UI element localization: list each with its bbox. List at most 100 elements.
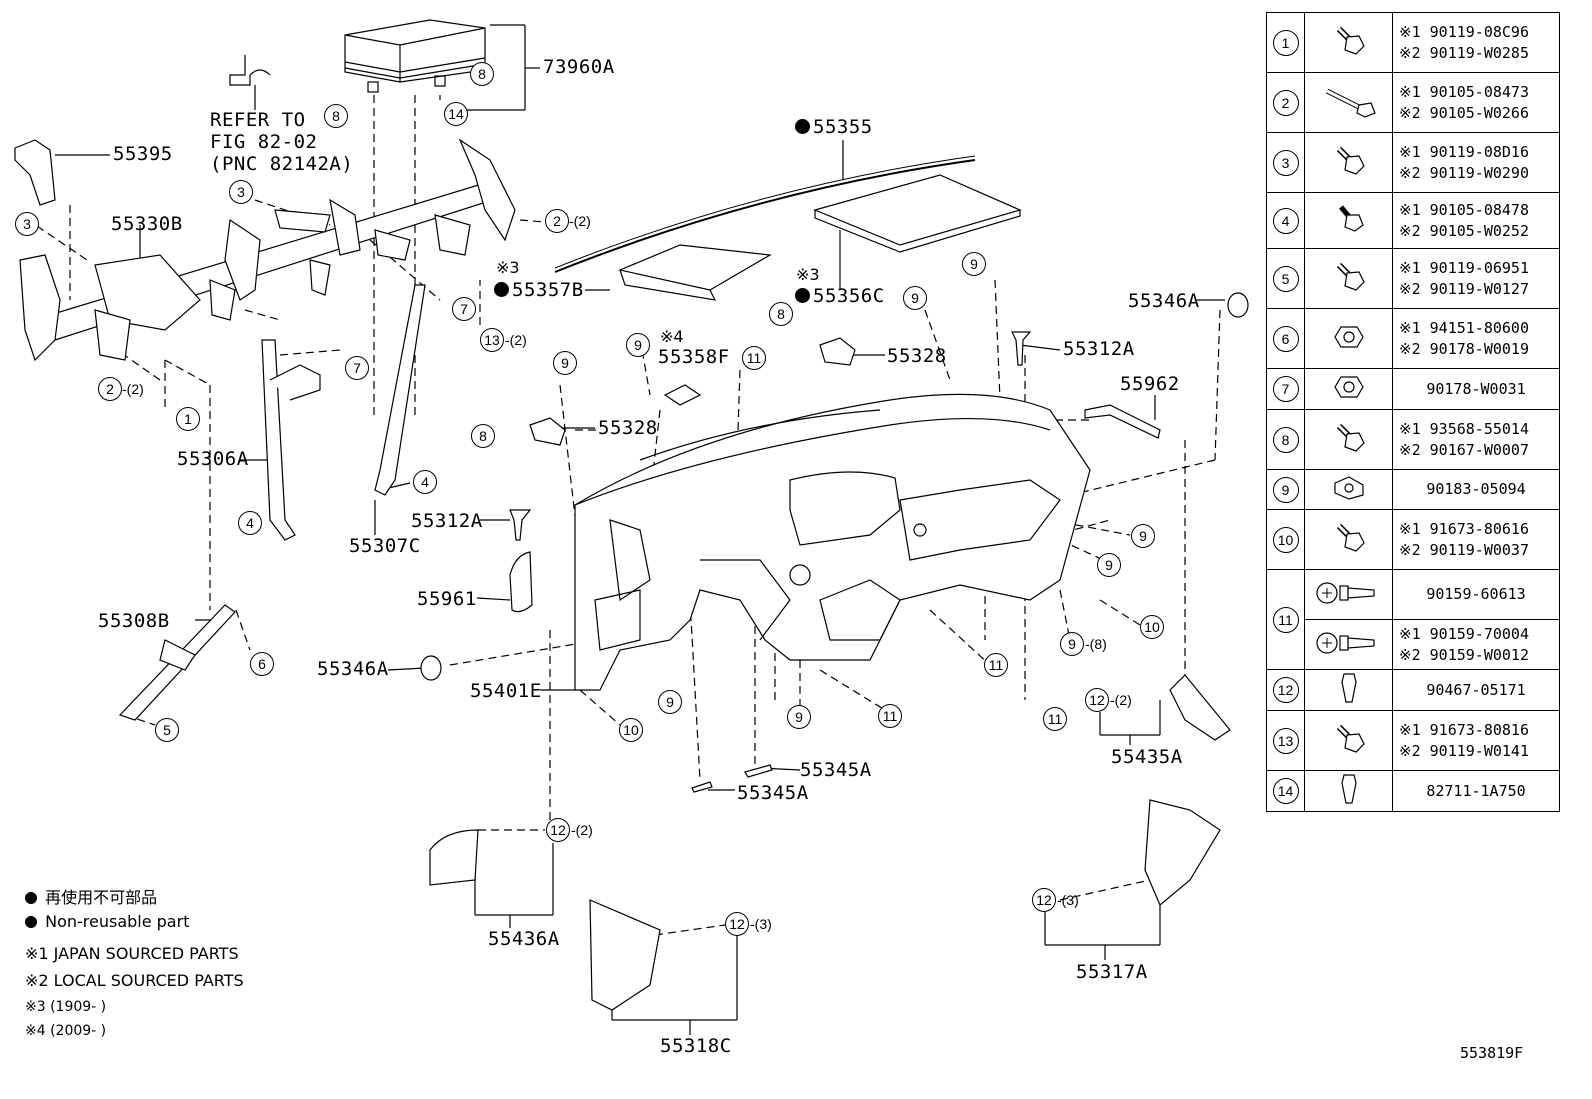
label-55356C: 55356C (795, 287, 885, 306)
mark-3-b: ※3 (796, 265, 820, 284)
strip-55355 (554, 159, 976, 273)
callout-10: 10 (619, 718, 643, 742)
part-number: ※1 90119-06951※2 90119-W0127 (1392, 248, 1560, 309)
parts-table-row: 13※1 91673-80816※2 90119-W0141 (1266, 710, 1560, 771)
label-55345A-a: 55345A (800, 759, 872, 781)
row-number: 12 (1266, 669, 1305, 711)
reinforcement-beam-55330B (19, 138, 516, 362)
row-number-circle: 9 (1272, 476, 1299, 503)
label-55317A: 55317A (1076, 961, 1148, 983)
parts-table-row: 12 90467-05171 (1266, 669, 1560, 711)
parts-table-row: 10※1 91673-80616※2 90119-W0037 (1266, 509, 1560, 570)
part-number: 90467-05171 (1392, 669, 1560, 711)
callout-13: 13 (480, 328, 504, 352)
callout-qty: -(3) (1057, 892, 1079, 908)
bracket-55395 (14, 139, 56, 206)
part-number: 90159-60613 (1392, 569, 1560, 620)
callout-10: 10 (1140, 615, 1164, 639)
parts-table-row: ※1 90159-70004※2 90159-W0012 (1267, 619, 1560, 670)
label-55962: 55962 (1120, 373, 1180, 395)
flange-bolt-icon (1304, 248, 1393, 309)
callout-9: 9 (1097, 553, 1121, 577)
label-55357B: 55357B (494, 281, 584, 300)
callout-8: 8 (470, 62, 494, 86)
callout-qty: -(2) (122, 381, 144, 397)
row-number: 13 (1266, 710, 1305, 771)
clip-55312A-left (509, 509, 532, 541)
callout-qty: -(2) (505, 332, 527, 348)
row-number-circle: 10 (1272, 526, 1299, 553)
non-reusable-dot-icon (795, 288, 810, 303)
callout-9: 9 (658, 690, 682, 714)
parts-table-row: 2 ※1 90105-08473※2 90105-W0266 (1266, 72, 1560, 133)
panel-55356C (813, 174, 1022, 246)
row-number: 4 (1266, 192, 1305, 249)
parts-table-row: 1※1 90119-08C96※2 90119-W0285 (1266, 12, 1560, 73)
part-number: ※1 90119-08D16※2 90119-W0290 (1392, 132, 1560, 193)
label-55436A: 55436A (488, 928, 560, 950)
non-reusable-dot-icon (25, 892, 37, 904)
callout-9: 9 (1060, 632, 1084, 656)
vent-55961 (509, 551, 533, 613)
parts-table-row: 14 82711-1A750 (1266, 770, 1560, 812)
row-number: 3 (1266, 132, 1305, 193)
legend-note-1: ※1 JAPAN SOURCED PARTS (25, 944, 239, 963)
mark-3-a: ※3 (496, 258, 520, 277)
brace-55307C (374, 284, 426, 496)
callout-12: 12 (1032, 888, 1056, 912)
callout-8: 8 (769, 302, 793, 326)
label-55357B-text: 55357B (512, 279, 584, 301)
callout-7: 7 (452, 297, 476, 321)
label-55355-text: 55355 (813, 116, 873, 138)
non-reusable-dot-icon (494, 282, 509, 297)
legend-jp-text: 再使用不可部品 (45, 888, 158, 907)
label-55330B: 55330B (111, 213, 183, 235)
row-number-circle: 6 (1272, 325, 1299, 352)
label-55312A-right: 55312A (1063, 338, 1135, 360)
part-number: 82711-1A750 (1392, 770, 1560, 812)
row-number-circle: 13 (1272, 727, 1299, 754)
callout-11: 11 (878, 704, 902, 728)
part-number: ※1 90159-70004※2 90159-W0012 (1392, 619, 1560, 670)
refer-line-2: FIG 82-02 (210, 131, 318, 153)
label-55345A-b: 55345A (737, 782, 809, 804)
connector-82142A (229, 55, 271, 86)
label-55328-right: 55328 (887, 345, 947, 367)
clip-55345A-a (744, 764, 773, 778)
label-55356C-text: 55356C (813, 285, 885, 307)
callout-qty: -(3) (750, 916, 772, 932)
callout-11: 11 (984, 653, 1008, 677)
flange-bolt-icon (1304, 409, 1393, 470)
row-number: 11 (1266, 569, 1305, 670)
parts-table-row: 8※1 93568-55014※2 90167-W0007 (1266, 409, 1560, 470)
parts-table-row: 5※1 90119-06951※2 90119-W0127 (1266, 248, 1560, 309)
parts-table-row: 6 ※1 94151-80600※2 90178-W0019 (1266, 308, 1560, 369)
callout-12: 12 (546, 818, 570, 842)
sensor-55358F (663, 384, 702, 406)
callout-8: 8 (324, 104, 348, 128)
part-number: ※1 94151-80600※2 90178-W0019 (1392, 308, 1560, 369)
row-number: 1 (1266, 12, 1305, 73)
screw-icon (1304, 569, 1393, 620)
callout-qty: -(2) (571, 822, 593, 838)
label-55395: 55395 (113, 143, 173, 165)
parts-table-row: 4※1 90105-08478※2 90105-W0252 (1266, 192, 1560, 249)
callout-6: 6 (250, 652, 274, 676)
callout-4: 4 (413, 470, 437, 494)
ecu-box-73960A (344, 19, 486, 93)
part-number: ※1 90105-08473※2 90105-W0266 (1392, 72, 1560, 133)
legend-en: Non-reusable part (25, 914, 189, 930)
bracket-55328-right (819, 337, 856, 366)
part-number: 90178-W0031 (1392, 368, 1560, 410)
callout-qty: -(2) (569, 213, 591, 229)
row-number-circle: 8 (1272, 426, 1299, 453)
callout-14: 14 (444, 102, 468, 126)
label-55307C: 55307C (349, 535, 421, 557)
row-number-circle: 14 (1272, 778, 1299, 804)
legend-en-text: Non-reusable part (45, 912, 190, 931)
row-number: 10 (1266, 509, 1305, 570)
figure-id: 553819F (1460, 1044, 1524, 1062)
flange-bolt-icon (1304, 12, 1393, 73)
callout-9: 9 (787, 705, 811, 729)
row-number-circle: 2 (1272, 89, 1299, 116)
